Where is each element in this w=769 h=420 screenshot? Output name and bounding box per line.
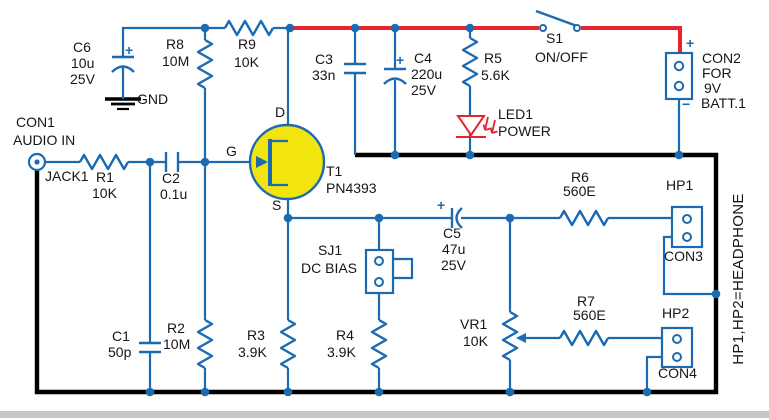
led1-desc-label: POWER (498, 123, 551, 139)
r4-val-label: 3.9K (327, 344, 356, 360)
resistor-r8 (196, 38, 214, 90)
gate-arrow-icon (256, 156, 268, 168)
r3-val-label: 3.9K (238, 344, 267, 360)
c6-val-label: 10u (71, 55, 95, 71)
resistor-r2 (196, 318, 214, 370)
con2-desc2-label: 9V (704, 80, 722, 96)
c3-val-label: 33n (312, 67, 336, 83)
connector-con2 (664, 51, 694, 101)
r2-val-label: 10M (163, 336, 191, 352)
c5-val-label: 47u (442, 241, 466, 257)
power-rail (290, 26, 682, 54)
r5-val-label: 5.6K (481, 67, 510, 83)
c5-volt-label: 25V (441, 257, 466, 273)
resistor-r4 (370, 318, 388, 370)
connector-hp1-con3 (670, 205, 704, 249)
resistor-r3 (279, 318, 297, 370)
capacitor-c4 (383, 67, 407, 85)
c3-ref-label: C3 (315, 51, 333, 67)
r7-ref-label: R7 (577, 293, 595, 309)
con2-desc1-label: FOR (702, 65, 732, 81)
connector-hp2-con4 (660, 326, 694, 369)
r9-ref-label: R9 (238, 36, 256, 52)
hp2-ref-label: HP2 (662, 305, 690, 321)
r1-val-label: 10K (92, 185, 117, 201)
r1-ref-label: R1 (96, 169, 114, 185)
c2-ref-label: C2 (162, 170, 180, 186)
c1-val-label: 50p (108, 344, 132, 360)
t1-source-label: S (272, 197, 282, 213)
c2-val-label: 0.1u (160, 186, 188, 202)
r6-val-label: 560E (563, 183, 596, 199)
capacitor-c2 (164, 152, 180, 172)
resistor-r5 (461, 36, 479, 88)
c4-plus-sign: + (396, 52, 405, 68)
r8-ref-label: R8 (166, 36, 184, 52)
r8-val-label: 10M (162, 53, 190, 69)
hp1-ref-label: HP1 (666, 177, 694, 193)
jack1-label: JACK1 (45, 168, 89, 184)
con2-plus-sign: + (686, 35, 695, 51)
resistor-r7 (558, 329, 610, 347)
switch-s1 (535, 9, 581, 32)
s1-desc-label: ON/OFF (535, 49, 588, 65)
c6-plus-sign: + (125, 42, 134, 58)
vr1-ref-label: VR1 (460, 316, 488, 332)
switch-lever (535, 9, 578, 28)
con4-label: CON4 (658, 365, 697, 381)
r4-ref-label: R4 (336, 327, 354, 343)
led1-icon (456, 115, 498, 138)
resistor-r6 (558, 209, 610, 227)
ground-bus (34, 152, 719, 395)
capacitor-c5 (450, 207, 463, 229)
c5-plus-sign: + (437, 197, 446, 213)
con2-ref-label: CON2 (702, 50, 741, 66)
t1-ref-label: T1 (326, 163, 343, 179)
led1-ref-label: LED1 (498, 106, 534, 122)
vr1-val-label: 10K (463, 333, 488, 349)
junction-dots (145, 23, 721, 397)
sj1-ref-label: SJ1 (318, 242, 343, 258)
capacitor-c6 (111, 55, 135, 73)
t1-gate-label: G (226, 143, 237, 159)
c4-volt-label: 25V (411, 82, 436, 98)
ground-symbol-icon (105, 97, 141, 111)
sj1-shorting-plug (393, 257, 414, 280)
resistor-r9 (223, 19, 275, 37)
r7-val-label: 560E (573, 307, 606, 323)
s1-ref-label: S1 (546, 30, 564, 46)
r2-ref-label: R2 (167, 320, 185, 336)
con2-desc3-label: BATT.1 (701, 95, 746, 111)
c4-val-label: 220u (411, 66, 443, 82)
c5-ref-label: C5 (443, 225, 461, 241)
c6-ref-label: C6 (73, 39, 91, 55)
con3-label: CON3 (664, 248, 703, 264)
wiper-arrow-icon (516, 333, 526, 343)
c4-ref-label: C4 (414, 50, 432, 66)
capacitor-c1 (139, 341, 161, 354)
con2-minus-sign: − (682, 96, 691, 112)
bottom-edge-strip (0, 411, 769, 418)
transistor-t1 (248, 123, 326, 201)
c6-volt-label: 25V (70, 71, 95, 87)
capacitor-c3 (344, 62, 366, 75)
r6-ref-label: R6 (571, 169, 589, 185)
con1-desc-label: AUDIO IN (13, 132, 76, 148)
t1-drain-label: D (275, 104, 286, 120)
c1-ref-label: C1 (112, 328, 130, 344)
potentiometer-vr1 (501, 310, 526, 362)
socket-sj1 (364, 248, 414, 295)
r3-ref-label: R3 (247, 327, 265, 343)
r9-val-label: 10K (234, 54, 259, 70)
t1-part-label: PN4393 (326, 180, 377, 196)
resistor-r1 (78, 153, 130, 171)
sj1-desc-label: DC BIAS (301, 260, 358, 276)
jack-con1-icon (27, 152, 47, 172)
con1-ref-label: CON1 (16, 114, 55, 130)
gnd-label: GND (137, 91, 169, 107)
headphone-note-label: HP1,HP2=HEADPHONE (729, 193, 747, 365)
r5-ref-label: R5 (484, 50, 502, 66)
